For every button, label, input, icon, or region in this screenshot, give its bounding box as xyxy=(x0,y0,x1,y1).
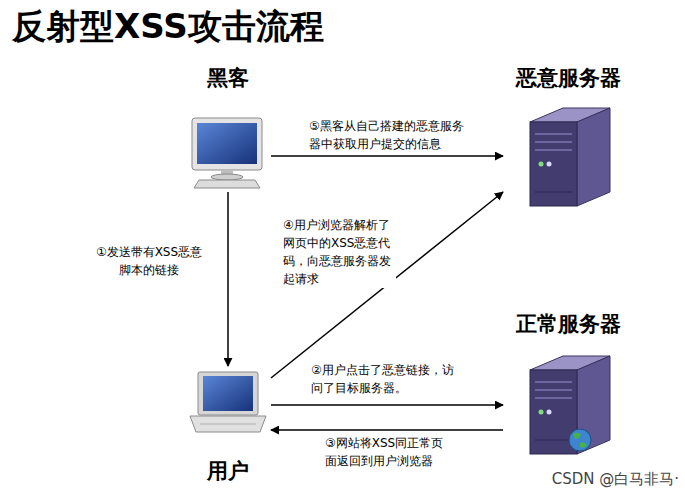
diagram-title: 反射型XSS攻击流程 xyxy=(12,6,324,47)
node-label: 正常服务器 xyxy=(516,312,621,337)
flow-arrow xyxy=(271,155,503,157)
node-label: 黑客 xyxy=(207,66,249,91)
actor-node: 恶意服务器 xyxy=(503,66,633,212)
step-label: ②用户点击了恶意链接，访问了目标服务器。 xyxy=(310,361,460,397)
flow-arrow xyxy=(271,192,503,378)
node-label: 恶意服务器 xyxy=(516,66,621,91)
flow-arrow xyxy=(271,404,503,406)
actor-node: 正常服务器 xyxy=(503,312,633,466)
actor-node: 用户 xyxy=(185,366,271,484)
desktop-computer-icon xyxy=(192,118,262,188)
step-label: ④用户浏览器解析了网页中的XSS恶意代码，向恶意服务器发起请求 xyxy=(282,216,396,288)
server-icon xyxy=(530,356,610,454)
server-icon xyxy=(530,108,610,206)
laptop-icon xyxy=(190,372,266,432)
flow-arrow xyxy=(227,192,229,366)
step-label: ③网站将XSS同正常页面返回到用户浏览器 xyxy=(324,434,450,470)
actor-node: 黑客 xyxy=(185,66,271,192)
flow-arrow xyxy=(271,429,503,431)
node-label: 用户 xyxy=(207,459,249,484)
globe-icon xyxy=(569,429,591,451)
watermark: CSDN @白马非马· xyxy=(552,470,679,489)
step-label: ①发送带有XSS恶意脚本的链接 xyxy=(92,243,206,279)
step-label: ⑤黑客从自己搭建的恶意服务器中获取用户提交的信息 xyxy=(308,117,470,153)
